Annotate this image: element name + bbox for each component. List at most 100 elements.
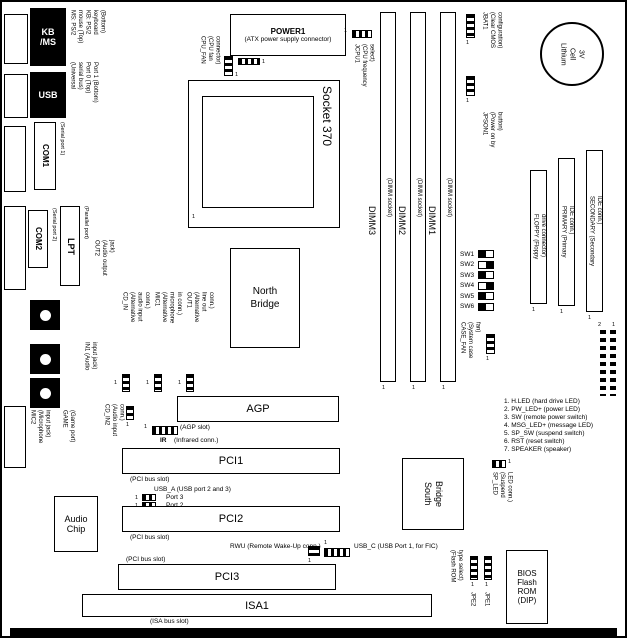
- port3-label: Port 3: [166, 494, 184, 501]
- isa1-label: ISA1: [245, 599, 269, 612]
- lpt-desc: (Parallel port): [83, 206, 89, 240]
- pin1-marker: 1: [486, 356, 490, 362]
- flash-rom-select-label: (Flash ROM type select): [449, 550, 464, 583]
- jpson1-header: [466, 76, 475, 96]
- pin1-marker: 1: [324, 540, 328, 546]
- audio-chip: Audio Chip: [54, 496, 98, 552]
- pin1-marker: 1: [560, 309, 564, 315]
- pci3-label: PCI3: [214, 571, 240, 583]
- board-edge: [10, 628, 617, 636]
- pin1-marker: 1: [508, 459, 512, 465]
- dimm-socket-label: (DIMM socket): [385, 177, 392, 217]
- south-bridge-label: South Bridge: [423, 480, 444, 507]
- sw6-label: SW6: [460, 303, 475, 310]
- pci1-desc: (PCI bus slot): [130, 476, 170, 483]
- secondary-ide-connector: SECONDARY (Secondary IDE conn.): [586, 150, 603, 312]
- pci2-slot: PCI2: [122, 506, 340, 532]
- sw6-switch: [478, 302, 495, 311]
- sp-led-label: SP_LED (Suspend LED conn.): [491, 472, 513, 503]
- cd-in2-header: [126, 406, 134, 420]
- agp-label: AGP: [246, 403, 270, 415]
- pin1-marker: 1: [308, 558, 312, 564]
- com2-label: COM2: [33, 227, 43, 251]
- south-bridge: South Bridge: [402, 458, 464, 530]
- game-label: GAME (Game port): [61, 410, 76, 443]
- jpe2-header: [470, 556, 478, 580]
- power1-label: POWER1: [270, 26, 306, 36]
- isa1-desc: (ISA bus slot): [150, 618, 189, 625]
- jack-hole: [39, 353, 51, 365]
- legend-item: 7. SPEAKER (speaker): [504, 446, 572, 453]
- port2-label: Port 2: [166, 502, 183, 510]
- dimm3-slot: (DIMM socket): [380, 12, 396, 382]
- front-panel-pin-column: [610, 330, 616, 396]
- ir-header: [152, 426, 178, 435]
- sp-led-header: [492, 460, 506, 468]
- legend-item: 5. SP_SW (suspend switch): [504, 430, 585, 437]
- power1-pins: [238, 58, 260, 65]
- bios-flash-rom: BIOS Flash ROM (DIP): [506, 550, 548, 624]
- out2-jack: [30, 300, 60, 330]
- com1-port-shape: [4, 126, 26, 192]
- cpu-fan-label: CPU_FAN (CPU fan connector): [199, 36, 221, 65]
- lpt-label: LPT: [65, 237, 76, 255]
- rwu-label: RWU (Remote Wake-Up conn.): [230, 543, 321, 550]
- pci3-desc: (PCI bus slot): [126, 556, 166, 563]
- battery: Lithium Cell 3V: [540, 22, 604, 86]
- sw2-switch: [478, 260, 495, 269]
- floppy-label: FLOPPY (Floppy drive connector): [532, 214, 547, 260]
- game-port-shape: [4, 406, 26, 468]
- com2-desc: (Serial port 2): [51, 208, 57, 242]
- kbms-desc: MS: PS/2 mouse (Top) KB: PS/2 keyboard (…: [69, 10, 106, 44]
- pin1-marker: 1: [485, 582, 489, 588]
- pci1-slot: PCI1: [122, 448, 340, 474]
- ir-desc: (Infrared conn.): [174, 437, 219, 444]
- jack-hole: [39, 387, 51, 399]
- sw4-label: SW4: [460, 282, 475, 289]
- isa1-slot: ISA1: [82, 594, 432, 617]
- pin1-marker: 1: [126, 422, 130, 428]
- cd-in-header: [122, 374, 130, 392]
- mic1-header: [154, 374, 162, 392]
- out2-label: OUT2 (Audio output jack): [93, 240, 115, 276]
- jbat1-label: JBAT1 (Clear CMOS configuration): [481, 12, 503, 49]
- pin1-marker: 1: [466, 98, 470, 104]
- pin1-marker: 1: [114, 380, 118, 386]
- dimm2-slot: (DIMM socket): [410, 12, 426, 382]
- front-panel-legend: 1. H.LED (hard drive LED) 2. PW_LED+ (po…: [504, 398, 593, 454]
- jbat1-header: [466, 14, 475, 38]
- jpe1-header: [484, 556, 492, 580]
- ir-label: IR: [160, 437, 167, 444]
- dimm-socket-label: (DIMM socket): [445, 177, 452, 217]
- power1-desc: (ATX power supply connector): [244, 35, 332, 43]
- sw1-switch: [478, 250, 495, 258]
- pci2-desc: (PCI bus slot): [130, 534, 170, 541]
- rwu-header: [308, 546, 320, 556]
- floppy-connector: FLOPPY (Floppy drive connector): [530, 170, 547, 304]
- jpson1-label: JPSON1 (Power on by button): [481, 112, 503, 148]
- in1-jack: [30, 344, 60, 374]
- sw5-label: SW5: [460, 292, 475, 300]
- cd-in2-label: CD_IN2 (Audio input conn.): [103, 404, 125, 437]
- pin1-marker: 1: [382, 385, 386, 391]
- pin1-marker: 1: [412, 385, 416, 391]
- pci2-label: PCI2: [218, 513, 244, 525]
- in1-label: IN1 (Audio input jack): [83, 342, 98, 371]
- agp-desc: (AGP slot): [180, 424, 210, 431]
- usb-desc: (Universal serial bus) Port 0 (Top) Port…: [69, 62, 99, 103]
- cd-in-label: CD_IN (Alternative audio input conn.): [121, 292, 151, 323]
- dimm2-label: DIMM2: [397, 206, 407, 235]
- cpu-fan-header: [224, 56, 233, 76]
- pin1-marker: 1: [588, 315, 592, 321]
- legend-item: 1. H.LED (hard drive LED): [504, 398, 580, 405]
- pin1-marker: 1: [262, 59, 266, 65]
- pin1-marker: 1: [178, 380, 182, 386]
- cpu-socket-label: Socket 370: [320, 86, 334, 147]
- jcpu1-label: JCPU1 (CPU frequency select): [353, 44, 375, 87]
- primary-ide-label: PRIMARY (Primary IDE conn.): [560, 206, 575, 258]
- fp-pin2-label: 2: [598, 322, 602, 328]
- out1-label: OUT1 (Alternative line out conn.): [185, 292, 215, 323]
- dimm1-label: DIMM1: [427, 206, 437, 235]
- com1-label: COM1: [40, 144, 50, 168]
